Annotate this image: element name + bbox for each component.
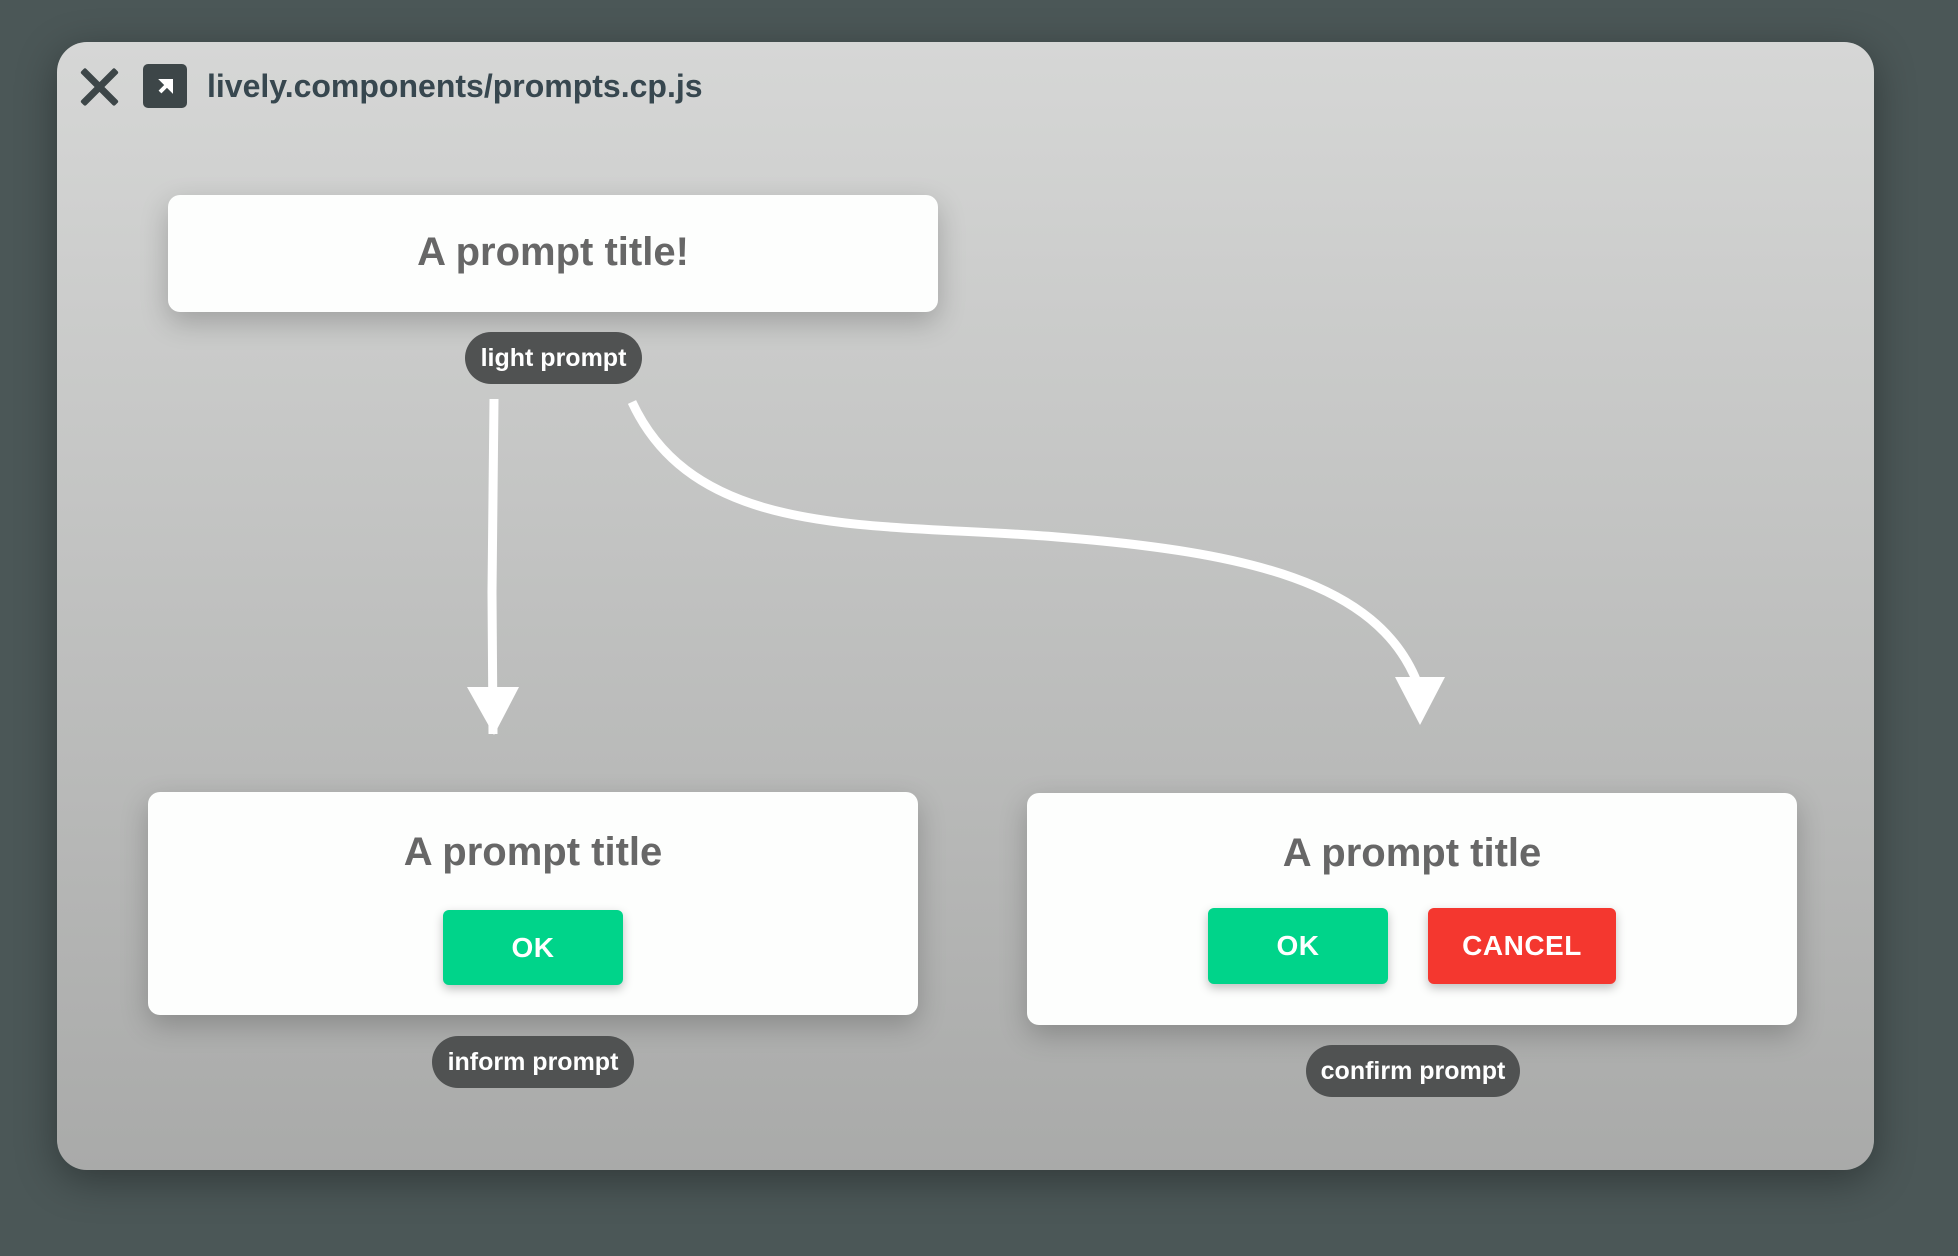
confirm-prompt-badge: confirm prompt xyxy=(1306,1045,1520,1097)
cancel-button[interactable]: CANCEL xyxy=(1428,908,1616,984)
inform-prompt-card: A prompt title OK xyxy=(148,792,918,1015)
arrow-up-right-icon xyxy=(158,79,173,94)
confirm-prompt-title: A prompt title xyxy=(1282,831,1542,875)
inform-prompt-badge: inform prompt xyxy=(432,1036,634,1088)
arrow-to-inform xyxy=(487,398,499,735)
confirm-prompt-card: A prompt title OK CANCEL xyxy=(1027,793,1797,1025)
light-prompt-badge: light prompt xyxy=(465,332,642,384)
inform-prompt-title: A prompt title xyxy=(403,830,663,874)
ok-button[interactable]: OK xyxy=(1208,908,1388,984)
arrowhead-inform xyxy=(467,687,519,735)
component-window: lively.components/prompts.cp.js A prompt… xyxy=(57,42,1874,1170)
ok-button[interactable]: OK xyxy=(443,910,623,985)
arrowhead-confirm xyxy=(1395,677,1445,725)
window-title: lively.components/prompts.cp.js xyxy=(207,68,703,104)
open-external-icon[interactable] xyxy=(143,64,187,108)
light-prompt-card: A prompt title! xyxy=(168,195,938,312)
arrow-to-confirm xyxy=(627,400,1422,684)
close-icon[interactable] xyxy=(77,64,121,108)
light-prompt-title: A prompt title! xyxy=(417,230,689,274)
